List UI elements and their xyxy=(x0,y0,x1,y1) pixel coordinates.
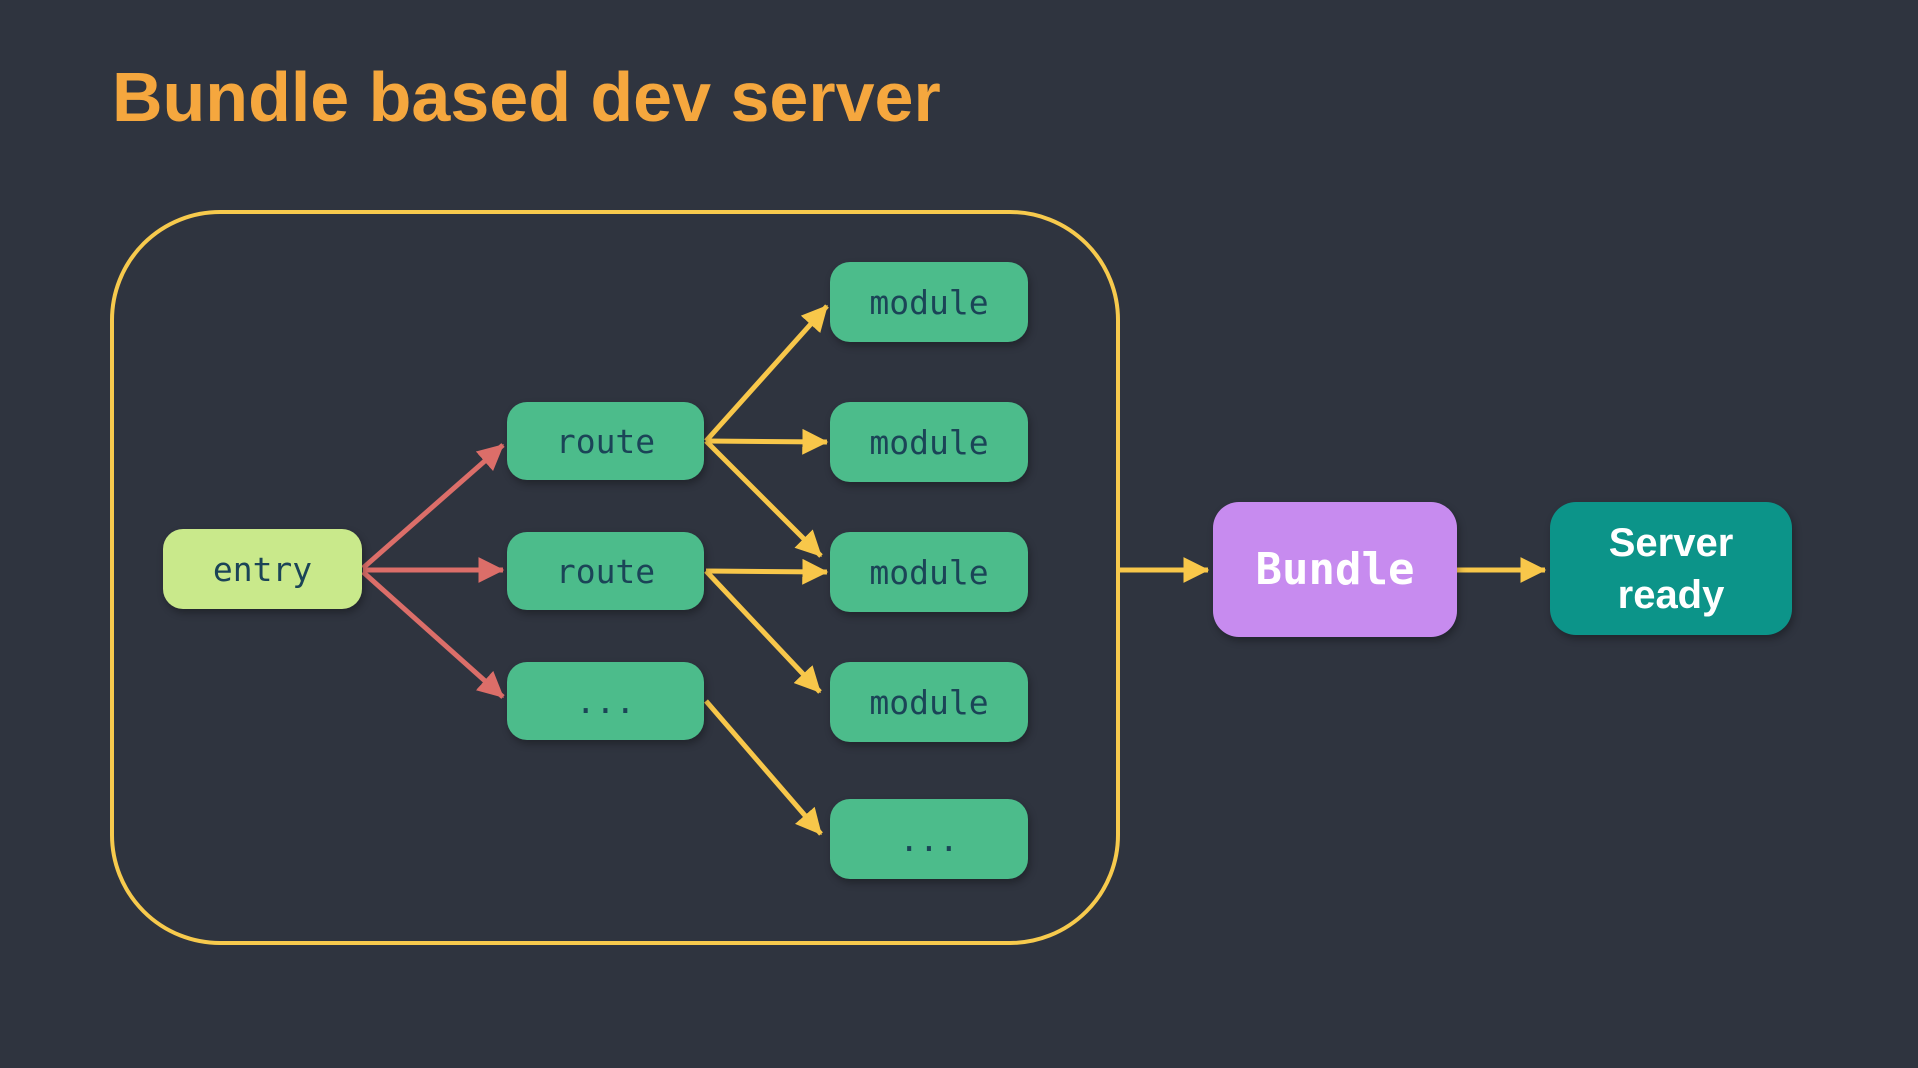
route-node-ellipsis: ... xyxy=(507,662,704,740)
route-node-2-label: route xyxy=(555,551,656,591)
route-node-ellipsis-label: ... xyxy=(575,681,636,721)
route-node-1: route xyxy=(507,402,704,480)
module-node-4: module xyxy=(830,662,1028,742)
module-node-3: module xyxy=(830,532,1028,612)
module-node-ellipsis: ... xyxy=(830,799,1028,879)
bundle-node: Bundle xyxy=(1213,502,1457,637)
module-node-ellipsis-label: ... xyxy=(899,819,959,859)
bundle-node-label: Bundle xyxy=(1255,544,1415,595)
module-node-1: module xyxy=(830,262,1028,342)
server-ready-line-2: ready xyxy=(1617,572,1725,617)
route-node-1-label: route xyxy=(555,421,656,461)
server-ready-node-label: Server ready xyxy=(1609,517,1734,621)
module-node-4-label: module xyxy=(869,682,989,722)
entry-node: entry xyxy=(163,529,362,609)
module-node-2-label: module xyxy=(869,422,989,462)
module-node-1-label: module xyxy=(869,282,989,322)
dev-server-container-outline xyxy=(110,210,1120,945)
module-node-2: module xyxy=(830,402,1028,482)
server-ready-node: Server ready xyxy=(1550,502,1792,635)
route-node-2: route xyxy=(507,532,704,610)
entry-node-label: entry xyxy=(212,549,313,589)
module-node-3-label: module xyxy=(869,552,989,592)
server-ready-line-1: Server xyxy=(1608,520,1734,565)
page-title: Bundle based dev server xyxy=(112,58,941,136)
